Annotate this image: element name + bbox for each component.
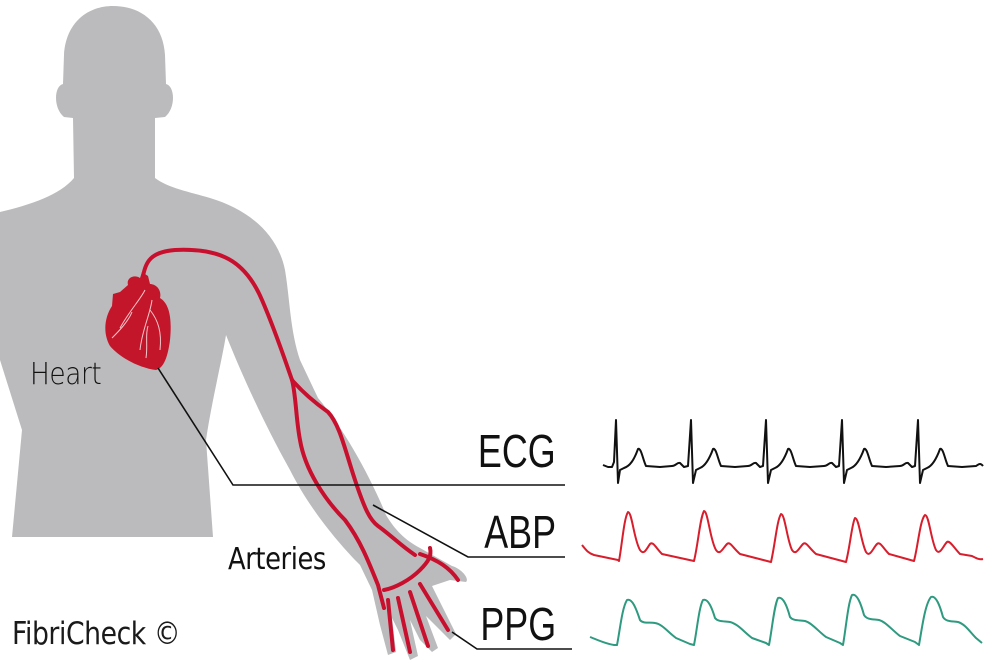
arteries-label: Arteries [228, 542, 326, 577]
finger-artery-4 [418, 582, 450, 632]
abp-waveform [581, 510, 984, 563]
finger-to-ppg-line [451, 631, 572, 650]
ulnar-artery [290, 378, 417, 557]
palmar-arch [382, 546, 433, 592]
heart-label: Heart [30, 357, 102, 392]
ecg-label: ECG [478, 425, 556, 477]
arteries [141, 247, 460, 654]
heart-vessels [111, 289, 161, 359]
thumb-artery [418, 552, 460, 582]
ppg-label: PPG [480, 598, 556, 650]
brand-watermark: FibriCheck © [12, 616, 181, 652]
artery-to-abp-line [372, 504, 565, 558]
finger-artery-1 [386, 598, 395, 652]
finger-artery-2 [396, 596, 412, 654]
ppg-waveform [589, 593, 983, 646]
aorta-artery [141, 247, 294, 382]
heart-icon [105, 272, 171, 370]
heart-organ [105, 272, 171, 370]
heart-to-ecg-line [157, 367, 565, 486]
abp-label: ABP [484, 506, 556, 558]
body-silhouette [0, 6, 467, 660]
radial-artery [290, 378, 386, 610]
ecg-waveform [602, 419, 984, 484]
connector-lines [157, 367, 572, 650]
torso-shape [0, 6, 467, 660]
finger-artery-3 [408, 590, 430, 648]
